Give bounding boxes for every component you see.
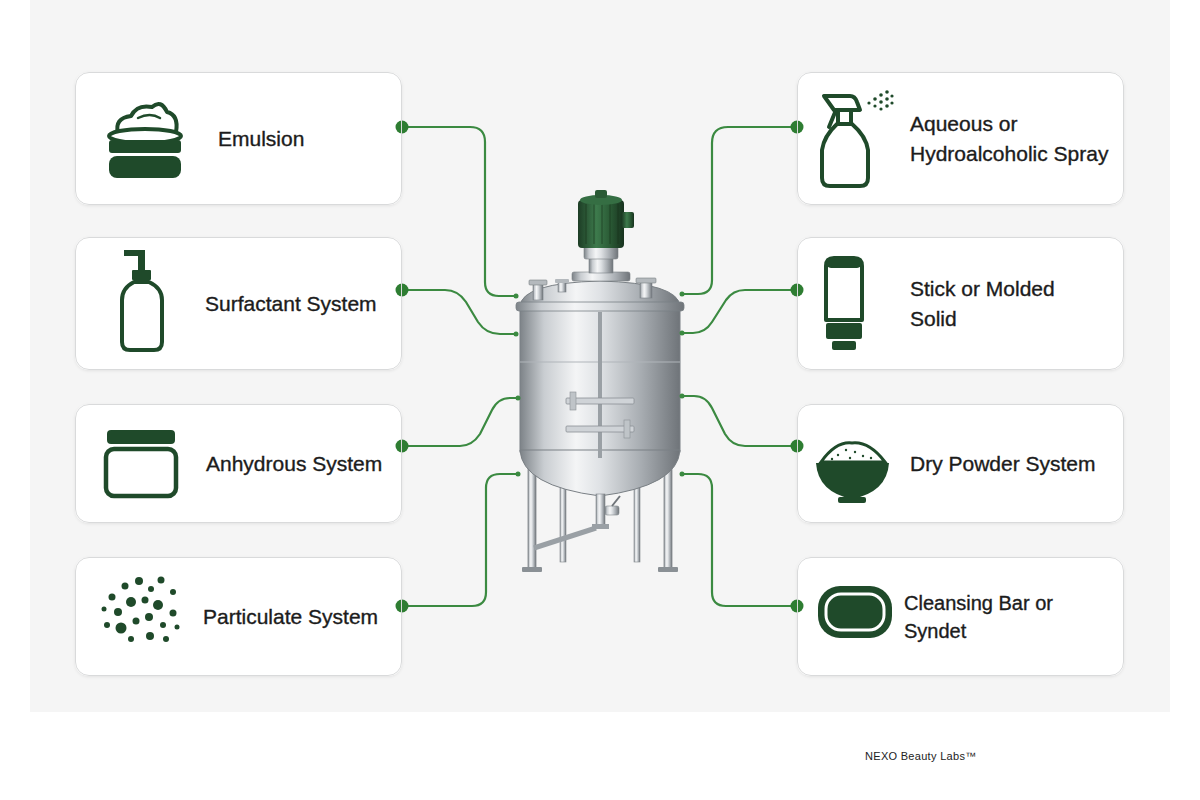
wire [682,396,797,446]
wire [682,474,797,606]
box-fills [75,72,1124,676]
category-label: Anhydrous System [206,449,396,478]
category-box: Emulsion [75,72,402,205]
anhydrous-jar-icon [106,430,176,496]
box-fill [797,404,1124,523]
box-fill [797,237,1124,370]
particles-icon [102,577,180,643]
powder-bowl-icon [816,443,889,503]
mixing-tank [514,190,685,572]
category-label: Emulsion [218,124,398,153]
box-fill [75,72,402,205]
box-fill [75,557,402,676]
box-fill [75,404,402,523]
category-label: Particulate System [203,602,395,631]
category-box: Cleansing Bar or Syndet [797,557,1124,676]
spray-bottle-icon [822,90,894,186]
watermark: NEXO Beauty Labs™ [865,750,977,762]
wire-dots [396,121,804,613]
wire [682,127,797,294]
category-label: Cleansing Bar or Syndet [904,589,1120,645]
category-box: Particulate System [75,557,402,676]
category-box: Stick or Molded Solid [797,237,1124,370]
wire [402,474,518,606]
category-label: Stick or Molded Solid [910,274,1060,333]
category-box: Dry Powder System [797,404,1124,523]
box-fill [797,557,1124,676]
box-fill [797,72,1124,205]
category-label: Aqueous or Hydroalcoholic Spray [910,109,1120,168]
stick-icon [826,258,862,350]
category-label: Dry Powder System [910,449,1120,478]
wire [682,290,797,333]
category-box: Aqueous or Hydroalcoholic Spray [797,72,1124,205]
pump-bottle-icon [122,250,162,350]
soap-bar-icon [818,586,892,638]
connector-wires [402,127,797,606]
panel-ground [30,0,1170,712]
box-fill [75,237,402,370]
emulsion-icon [109,104,181,178]
wire [402,398,518,446]
wire [402,290,516,334]
category-box: Anhydrous System [75,404,402,523]
category-box: Surfactant System [75,237,402,370]
wire [402,127,516,296]
category-label: Surfactant System [205,289,395,318]
